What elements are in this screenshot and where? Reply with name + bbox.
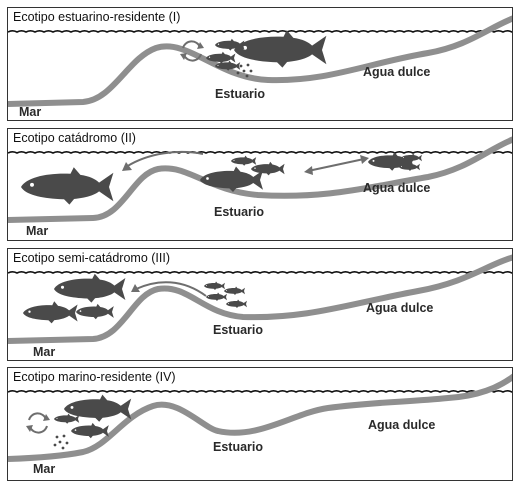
eggs-icon (236, 63, 253, 78)
panel-title: Ecotipo marino-residente (IV) (13, 370, 176, 384)
fish-icon (206, 292, 227, 301)
panel-title: Ecotipo estuarino-residente (I) (13, 10, 181, 24)
water-surface (8, 390, 512, 393)
fish-icon (22, 301, 78, 324)
fish-icon (251, 161, 285, 176)
freshwater-label: Agua dulce (363, 65, 431, 79)
panel-2-drawing (8, 136, 512, 223)
fish-icon (64, 394, 132, 422)
estuary-label: Estuario (213, 323, 264, 337)
eggs-icon (53, 434, 69, 450)
sea-label: Mar (33, 462, 56, 476)
fish-icon (206, 51, 236, 64)
panel-estuarine-resident: Ecotipo estuarino-residente (I) Mar Estu… (7, 7, 513, 121)
river-bed-profile (8, 254, 512, 344)
panel-1-drawing (8, 15, 512, 107)
water-surface (8, 30, 512, 33)
freshwater-label: Agua dulce (363, 181, 431, 195)
sea-label: Mar (33, 345, 56, 359)
fish-icon (200, 166, 263, 192)
migration-arrow-icon (122, 150, 204, 171)
fish-icon (215, 38, 245, 51)
freshwater-label: Agua dulce (368, 418, 436, 432)
cycle-arrows-icon (26, 412, 50, 434)
fish-icon (76, 303, 114, 320)
panel-4-drawing (8, 373, 512, 462)
estuary-label: Estuario (215, 87, 266, 101)
fish-icon (401, 153, 422, 162)
panel-semi-catadromous: Ecotipo semi-catádromo (III) Mar Estuari… (7, 248, 513, 361)
panel-catadromous: Ecotipo catádromo (II) Mar Estuario Agua… (7, 128, 513, 241)
cycle-arrows-icon (180, 40, 204, 62)
migration-arrow-icon (131, 281, 207, 297)
fish-icon (21, 167, 114, 205)
fish-icon (224, 286, 245, 295)
panel-title: Ecotipo semi-catádromo (III) (13, 251, 170, 265)
panel-marine-resident: Ecotipo marino-residente (IV) Mar Estuar… (7, 367, 513, 481)
water-surface (8, 151, 512, 154)
migration-arrow-icon (304, 155, 369, 175)
fish-icon (71, 422, 109, 439)
fish-icon (54, 413, 80, 424)
river-bed-profile (8, 373, 512, 462)
fish-icon (226, 299, 247, 308)
river-bed-profile (8, 136, 512, 223)
panel-title: Ecotipo catádromo (II) (13, 131, 136, 145)
fish-icon (204, 281, 225, 290)
fish-icon (54, 273, 126, 303)
panel-3-drawing (8, 254, 512, 344)
fish-icon (399, 162, 420, 171)
water-surface (8, 271, 512, 274)
fish-icon (231, 155, 257, 166)
fish-icon (215, 60, 241, 71)
estuary-label: Estuario (213, 440, 264, 454)
sea-label: Mar (19, 105, 42, 119)
estuary-label: Estuario (214, 205, 265, 219)
freshwater-label: Agua dulce (366, 301, 434, 315)
fish-icon (234, 30, 327, 68)
river-bed-profile (8, 15, 512, 107)
sea-label: Mar (26, 224, 49, 238)
